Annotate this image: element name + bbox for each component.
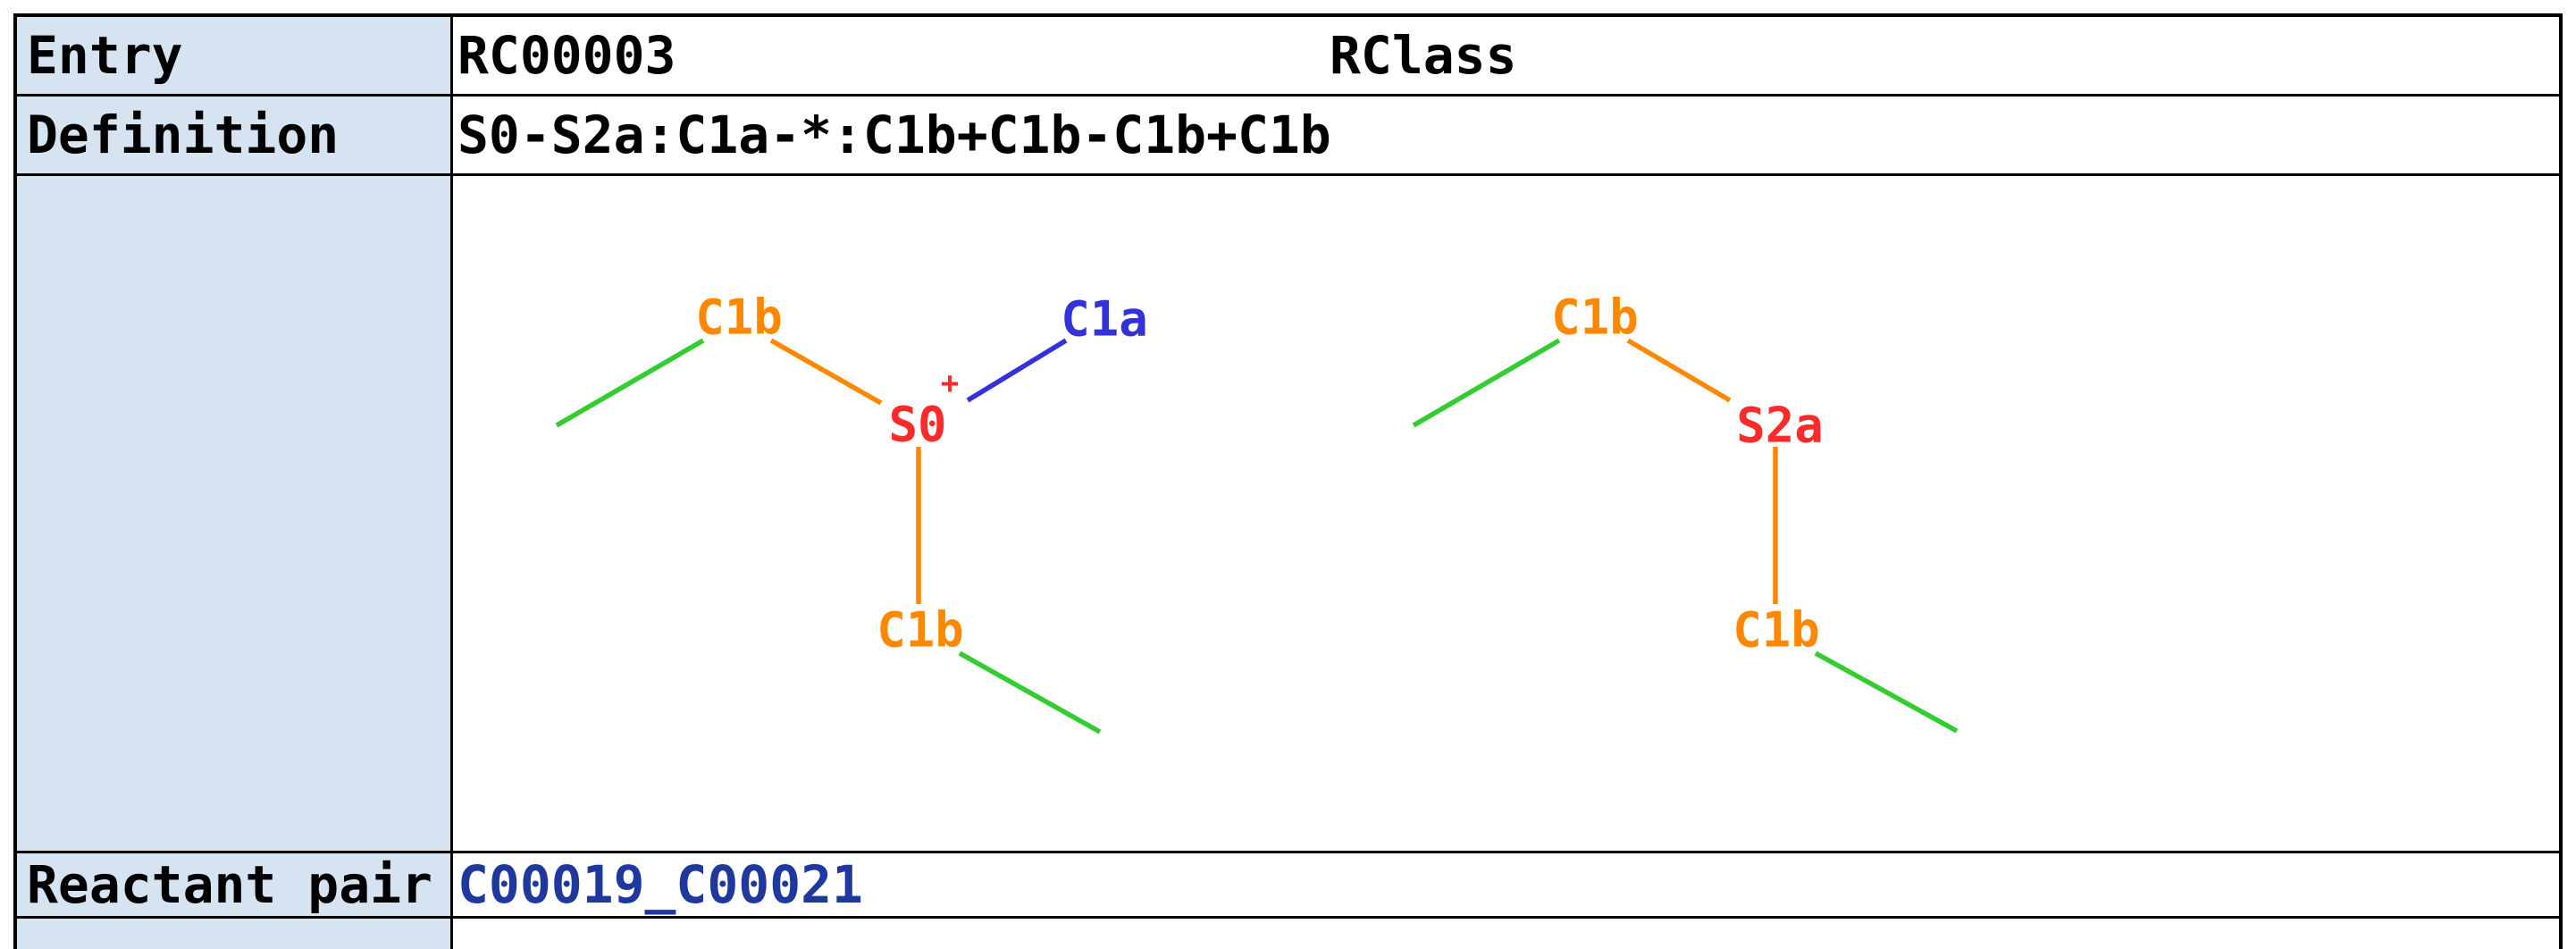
reactant-pair-link[interactable]: C00019_C00021 bbox=[457, 854, 863, 915]
diagram-row bbox=[17, 173, 2559, 851]
reactant-pair-label-cell: Reactant pair bbox=[17, 853, 453, 916]
reactant-pair-value-cell: C00019_C00021 bbox=[453, 853, 2559, 916]
definition-value: S0-S2a:C1a-*:C1b+C1b-C1b+C1b bbox=[457, 105, 1331, 165]
diagram-label-cell bbox=[17, 176, 453, 851]
definition-row: Definition S0-S2a:C1a-*:C1b+C1b-C1b+C1b bbox=[17, 94, 2559, 173]
reactant-pair-label: Reactant pair bbox=[27, 854, 432, 915]
definition-value-cell: S0-S2a:C1a-*:C1b+C1b-C1b+C1b bbox=[453, 97, 2559, 173]
definition-label-cell: Definition bbox=[17, 97, 453, 173]
next-row-partial bbox=[17, 916, 2559, 949]
database-name: RClass bbox=[1330, 25, 1517, 86]
entry-table: Entry RC00003 RClass Definition S0-S2a:C… bbox=[13, 13, 2563, 949]
next-row-value-cell bbox=[453, 919, 2559, 949]
entry-value-cell: RC00003 RClass bbox=[453, 17, 2559, 94]
diagram-value-cell bbox=[453, 176, 2559, 851]
reactant-pair-row: Reactant pair C00019_C00021 bbox=[17, 851, 2559, 916]
entry-id: RC00003 bbox=[457, 25, 676, 86]
definition-label: Definition bbox=[27, 105, 340, 165]
next-row-label-cell bbox=[17, 919, 453, 949]
entry-label: Entry bbox=[27, 25, 183, 86]
entry-label-cell: Entry bbox=[17, 17, 453, 94]
entry-row: Entry RC00003 RClass bbox=[17, 17, 2559, 94]
